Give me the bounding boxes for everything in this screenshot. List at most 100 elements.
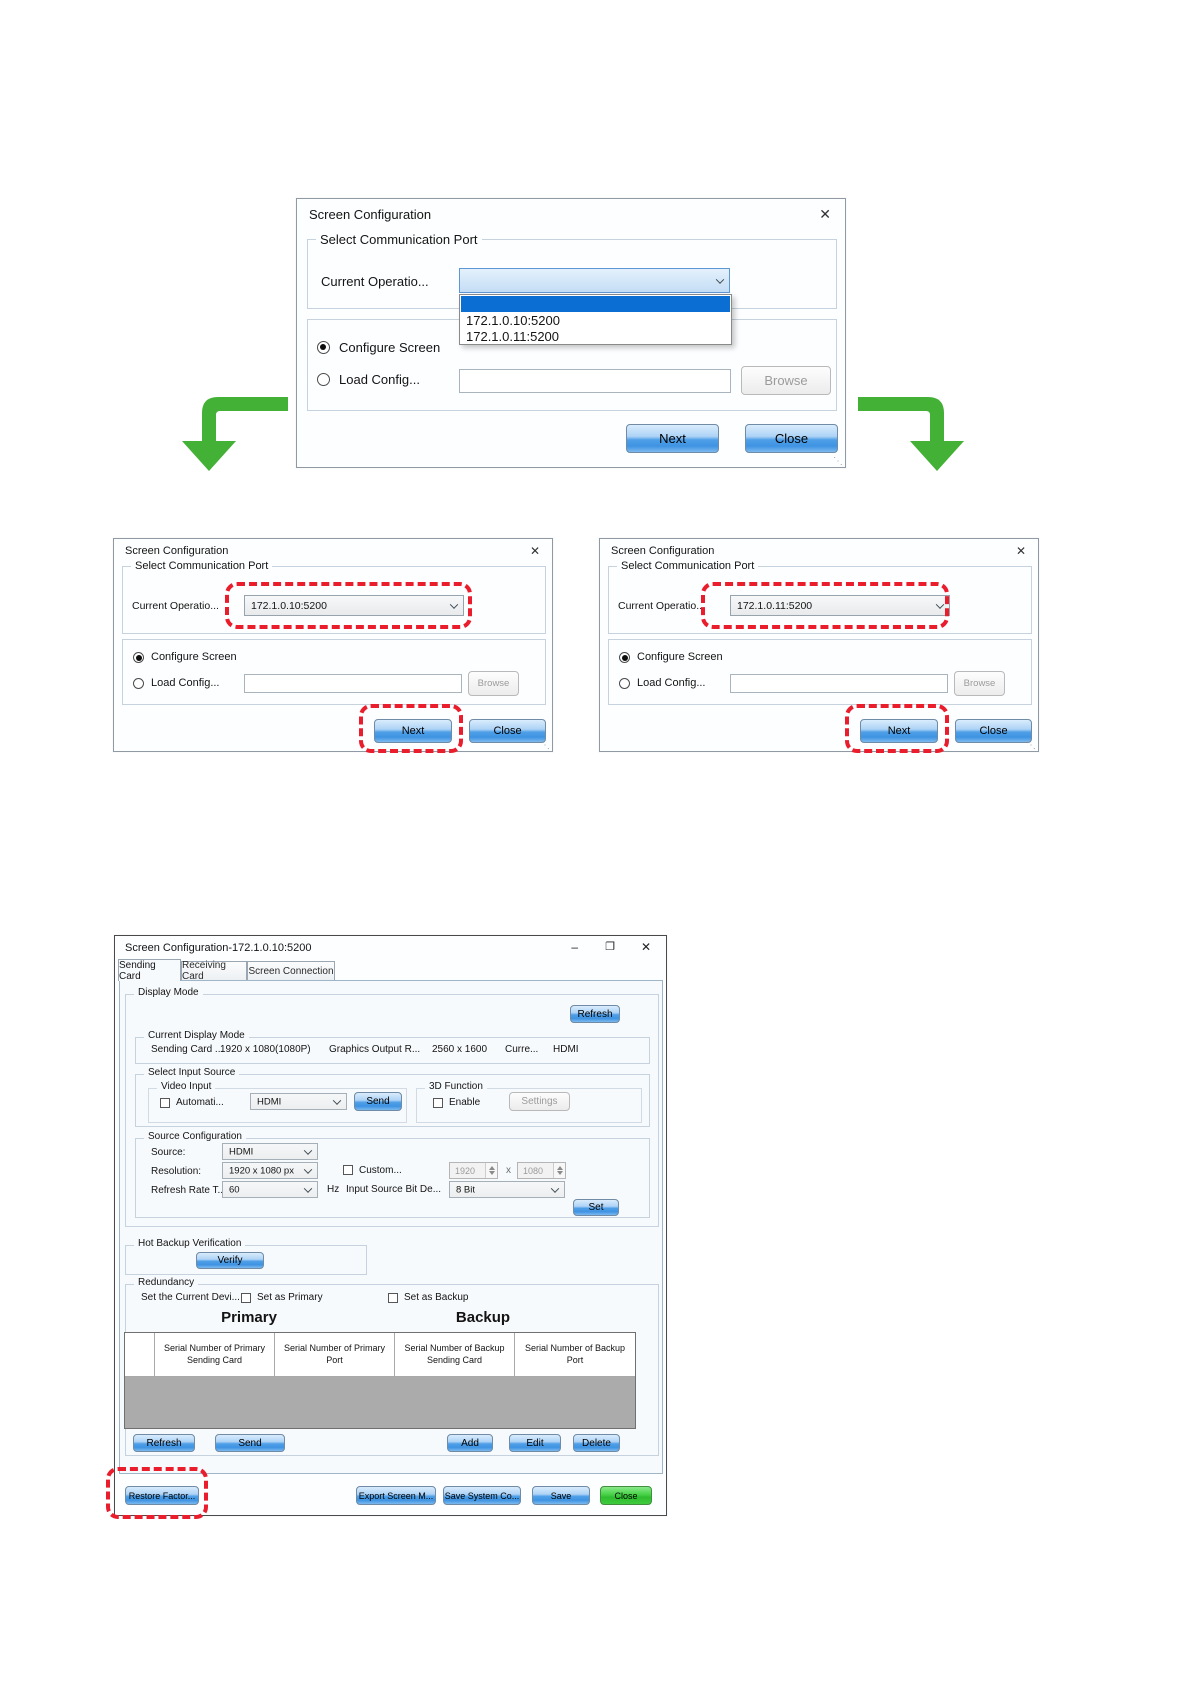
- send-button[interactable]: Send: [354, 1092, 402, 1111]
- maximize-icon[interactable]: ❐: [605, 941, 615, 953]
- custom-width-stepper[interactable]: 1920: [449, 1162, 498, 1179]
- video-input-combobox[interactable]: HDMI: [250, 1093, 347, 1110]
- backup-header: Backup: [455, 1309, 511, 1326]
- tab-screen-connection[interactable]: Screen Connection: [247, 961, 335, 980]
- settings-button[interactable]: Settings: [509, 1092, 570, 1111]
- redundancy-table: Serial Number of Primary Sending Card Se…: [124, 1332, 636, 1429]
- table-header: Serial Number of Backup Sending Card: [395, 1333, 515, 1377]
- config-path-input[interactable]: [459, 369, 731, 393]
- minimize-icon[interactable]: –: [571, 940, 578, 954]
- tab-sending-card[interactable]: Sending Card: [118, 959, 181, 982]
- primary-header: Primary: [221, 1309, 277, 1326]
- export-screen-button[interactable]: Export Screen M...: [356, 1486, 436, 1505]
- chevron-down-icon: [332, 1095, 342, 1105]
- configure-screen-label: Configure Screen: [637, 651, 723, 663]
- select-communication-port-group: Select Communication Port: [122, 560, 546, 634]
- combobox-value: 172.1.0.10:5200: [251, 599, 327, 612]
- radio-load-config[interactable]: [619, 678, 630, 689]
- group-label: Current Display Mode: [144, 1030, 249, 1041]
- browse-button[interactable]: Browse: [741, 366, 831, 395]
- highlight-port-10: [225, 582, 472, 629]
- stepper-arrows-icon[interactable]: [485, 1163, 497, 1178]
- close-button[interactable]: Close: [745, 424, 838, 453]
- combobox-value: HDMI: [257, 1096, 282, 1107]
- group-label: Select Communication Port: [617, 560, 759, 572]
- next-button[interactable]: Next: [626, 424, 719, 453]
- close-button[interactable]: Close: [469, 719, 546, 743]
- table-header: Serial Number of Backup Port: [515, 1333, 635, 1377]
- highlight-next-left: [359, 704, 463, 753]
- add-button[interactable]: Add: [447, 1434, 493, 1452]
- radio-load-config[interactable]: [317, 373, 330, 386]
- arrow-down-left-icon: [182, 397, 288, 471]
- sending-card-resolution-value: 1920 x 1080(1080P): [220, 1044, 311, 1055]
- config-path-input[interactable]: [730, 674, 948, 693]
- tab-receiving-card[interactable]: Receiving Card: [181, 960, 247, 982]
- current-source-label: Curre...: [505, 1044, 539, 1055]
- close-icon[interactable]: ✕: [1015, 544, 1026, 558]
- radio-configure-screen[interactable]: [317, 341, 330, 354]
- redundancy-refresh-button[interactable]: Refresh: [133, 1434, 195, 1452]
- redundancy-send-button[interactable]: Send: [215, 1434, 285, 1452]
- radio-configure-screen[interactable]: [619, 652, 630, 663]
- combobox-value: HDMI: [229, 1146, 254, 1157]
- close-button[interactable]: Close: [600, 1486, 652, 1505]
- automatic-checkbox[interactable]: [160, 1098, 170, 1108]
- dropdown-selected-row[interactable]: [461, 296, 730, 312]
- combobox-value: 8 Bit: [456, 1184, 476, 1195]
- browse-button[interactable]: Browse: [954, 671, 1005, 696]
- close-icon[interactable]: ✕: [529, 544, 540, 558]
- resolution-combobox[interactable]: 1920 x 1080 px: [222, 1162, 318, 1179]
- save-button[interactable]: Save: [532, 1486, 590, 1505]
- video-input-group: Video Input: [148, 1081, 407, 1123]
- automatic-label: Automati...: [176, 1097, 224, 1108]
- refresh-button[interactable]: Refresh: [570, 1005, 620, 1023]
- dropdown-option[interactable]: 172.1.0.10:5200: [466, 313, 560, 328]
- close-button[interactable]: Close: [955, 719, 1032, 743]
- set-as-backup-checkbox[interactable]: [388, 1293, 398, 1303]
- stepper-arrows-icon[interactable]: [553, 1163, 565, 1178]
- communication-port-combobox[interactable]: 172.1.0.11:5200: [730, 595, 950, 616]
- load-config-label: Load Config...: [637, 677, 706, 689]
- current-operation-label: Current Operatio...: [321, 274, 429, 289]
- custom-resolution-checkbox[interactable]: [343, 1165, 353, 1175]
- set-as-primary-checkbox[interactable]: [241, 1293, 251, 1303]
- graphics-output-value: 2560 x 1600: [432, 1044, 488, 1055]
- communication-port-combobox[interactable]: 172.1.0.10:5200: [244, 595, 464, 616]
- screen-configuration-main-dialog: Screen Configuration-172.1.0.10:5200 – ❐…: [114, 935, 667, 1516]
- close-icon[interactable]: ✕: [640, 940, 651, 954]
- source-combobox[interactable]: HDMI: [222, 1143, 318, 1160]
- resize-grip[interactable]: [1026, 741, 1036, 751]
- resize-grip[interactable]: [833, 457, 843, 467]
- edit-button[interactable]: Edit: [509, 1434, 561, 1452]
- current-source-value: HDMI: [553, 1044, 579, 1055]
- resize-grip[interactable]: [540, 741, 550, 751]
- restore-factory-button[interactable]: Restore Factor...: [125, 1486, 199, 1505]
- current-operation-label: Current Operatio...: [618, 600, 705, 612]
- close-icon[interactable]: ✕: [819, 206, 831, 222]
- delete-button[interactable]: Delete: [573, 1434, 620, 1452]
- group-label: Source Configuration: [144, 1131, 246, 1142]
- config-path-input[interactable]: [244, 674, 462, 693]
- table-empty-body: [125, 1377, 635, 1428]
- next-button[interactable]: Next: [374, 719, 452, 743]
- bit-depth-combobox[interactable]: 8 Bit: [449, 1181, 565, 1198]
- custom-height-stepper[interactable]: 1080: [517, 1162, 566, 1179]
- group-label: Select Communication Port: [316, 232, 482, 247]
- refresh-rate-combobox[interactable]: 60: [222, 1181, 318, 1198]
- chevron-down-icon: [550, 1183, 560, 1193]
- current-display-mode-group: Current Display Mode: [135, 1030, 650, 1064]
- radio-load-config[interactable]: [133, 678, 144, 689]
- enable-checkbox[interactable]: [433, 1098, 443, 1108]
- set-button[interactable]: Set: [573, 1199, 619, 1216]
- display-mode-group: Display Mode: [125, 987, 659, 1227]
- graphics-output-label: Graphics Output R...: [329, 1044, 421, 1055]
- group-label: Video Input: [157, 1081, 216, 1092]
- browse-button[interactable]: Browse: [468, 671, 519, 696]
- communication-port-combobox[interactable]: [459, 268, 730, 293]
- save-system-config-button[interactable]: Save System Co...: [443, 1486, 521, 1505]
- dropdown-option[interactable]: 172.1.0.11:5200: [466, 329, 560, 344]
- verify-button[interactable]: Verify: [196, 1252, 264, 1269]
- radio-configure-screen[interactable]: [133, 652, 144, 663]
- next-button[interactable]: Next: [860, 719, 938, 743]
